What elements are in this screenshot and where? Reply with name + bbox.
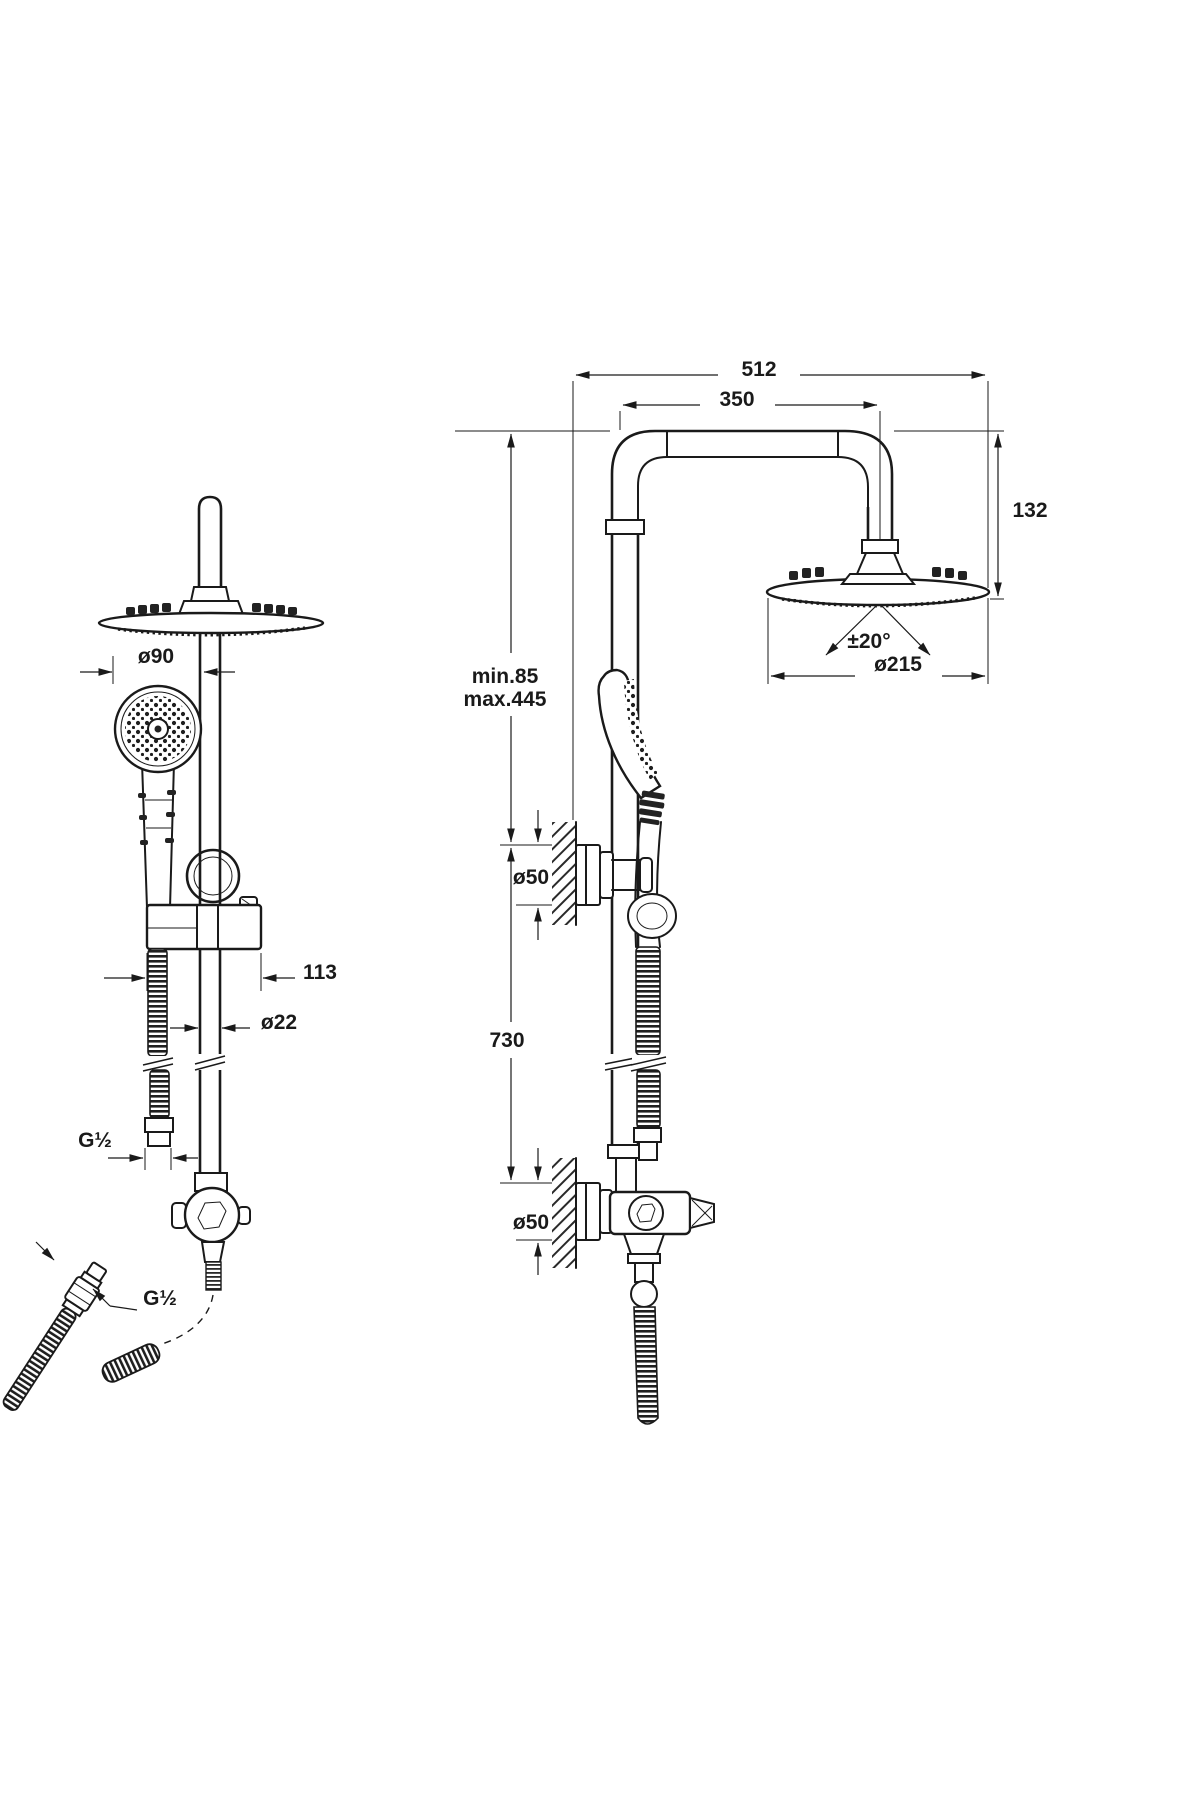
overhead-front-nozzles-right <box>252 603 297 615</box>
hand-shower-holder-ring <box>627 893 677 939</box>
overhead-nozzles-right <box>932 567 967 580</box>
dim-lower-bracket-diameter: ø50 <box>513 1148 549 1275</box>
holder-ring-front <box>185 848 241 904</box>
overhead-front-spray-face <box>117 626 306 637</box>
overhead-spray-face <box>781 596 976 608</box>
dim-label-512: 512 <box>741 358 776 381</box>
dim-label-g12-supply: G½ <box>143 1287 177 1310</box>
valve-front <box>101 1172 251 1383</box>
dim-hand-shower-diameter: ø90 <box>80 645 235 684</box>
dim-label-g12-hose: G½ <box>78 1129 112 1152</box>
hand-shower-hose <box>635 946 661 1056</box>
slider-bracket-front <box>145 896 263 951</box>
dim-label-lower-50: ø50 <box>513 1211 549 1234</box>
hand-shower-front <box>113 684 203 909</box>
side-view: 512 350 132 ±20° ø215 min.85 <box>455 358 1048 1425</box>
dim-label-730: 730 <box>489 1029 524 1052</box>
hand-shower-spray-face <box>624 679 658 780</box>
hand-shower-grip-marks <box>138 790 176 845</box>
hand-shower-hose-front <box>142 948 174 1147</box>
dim-arm-projection: 350 <box>622 388 878 411</box>
dim-label-tilt: ±20° <box>847 630 890 653</box>
dim-upper-bracket-diameter: ø50 <box>513 810 549 940</box>
supply-hose <box>2 1261 107 1411</box>
overhead-nozzles-left <box>789 567 824 580</box>
upper-pipe-front <box>189 495 231 602</box>
dim-label-113: 113 <box>303 961 337 984</box>
dim-hose-thread: G½ <box>78 1129 198 1170</box>
shower-arm <box>610 429 894 523</box>
hand-shower-side <box>597 668 677 1161</box>
dim-label-upper-50: ø50 <box>513 866 549 889</box>
dim-head-tilt: ±20° <box>825 605 931 656</box>
upper-wall-bracket <box>575 844 653 906</box>
dim-bracket-distance: 730 <box>489 847 525 1181</box>
diverter-valve-side <box>575 1182 715 1425</box>
front-view: ø90 113 ø22 G½ G½ <box>2 495 337 1411</box>
dim-overall-projection: 512 <box>575 358 986 381</box>
hose-swivel-nut <box>630 1280 658 1308</box>
dim-arm-to-bracket: min.85 max.445 <box>464 433 547 843</box>
loose-hose-piece <box>101 1343 161 1383</box>
overhead-front-nozzles-left <box>126 603 171 615</box>
hand-shower-hose-connector <box>638 790 665 826</box>
dim-label-132: 132 <box>1012 499 1047 522</box>
dim-pipe-diameter: ø22 <box>170 1011 297 1034</box>
dim-bracket-width: 113 <box>104 953 337 991</box>
overhead-shower-side <box>765 567 991 608</box>
dim-label-22: ø22 <box>261 1011 297 1034</box>
dim-label-90: ø90 <box>138 645 174 668</box>
dim-overhead-diameter: ø215 <box>770 653 986 680</box>
outlet-hose-tail <box>633 1306 659 1425</box>
wall-lower <box>552 1157 577 1269</box>
extension-lines <box>455 381 1004 1241</box>
dim-head-drop: 132 <box>994 433 1048 597</box>
dim-supply-thread: G½ <box>35 1241 177 1311</box>
dim-label-max445: max.445 <box>464 688 547 711</box>
dim-label-min85: min.85 <box>472 665 539 688</box>
wall-upper <box>552 821 577 926</box>
dim-label-350: 350 <box>719 388 754 411</box>
dim-label-215: ø215 <box>874 653 922 676</box>
hose-routing-dashed-line <box>161 1294 214 1345</box>
overhead-shower-front <box>97 600 325 637</box>
